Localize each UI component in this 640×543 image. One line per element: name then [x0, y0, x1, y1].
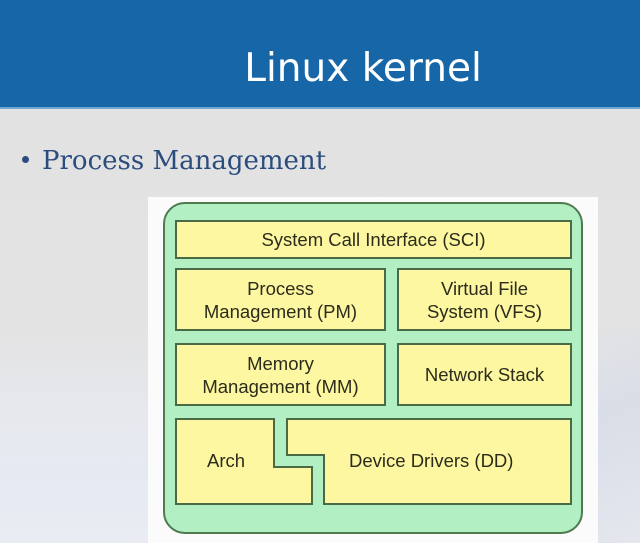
block-label: Network Stack	[424, 364, 545, 385]
block-system-call-interface: System Call Interface (SCI)	[175, 220, 572, 259]
background-decoration	[0, 430, 150, 543]
bullet-text: Process Management	[42, 146, 327, 176]
block-label: Virtual File	[440, 277, 529, 299]
block-device-drivers	[286, 418, 572, 505]
block-label: System (VFS)	[426, 300, 543, 322]
block-network-stack: Network Stack	[397, 343, 572, 406]
block-arch-label: Arch	[207, 450, 246, 471]
block-memory-management: Memory Management (MM)	[175, 343, 386, 406]
block-label: System Call Interface (SCI)	[261, 229, 486, 250]
block-label: Management (PM)	[203, 300, 358, 322]
block-label: Management (MM)	[202, 375, 359, 397]
block-device-drivers-label: Device Drivers (DD)	[349, 450, 514, 471]
block-arch	[175, 418, 313, 505]
bullet-icon	[22, 155, 29, 163]
block-label: Process	[247, 277, 314, 299]
slide-title: Linux kernel	[244, 46, 482, 91]
bullet-item: Process Management	[22, 146, 326, 176]
block-virtual-file-system: Virtual File System (VFS)	[397, 268, 572, 331]
slide-header: Linux kernel	[0, 0, 640, 109]
block-process-management: Process Management (PM)	[175, 268, 386, 331]
block-label: Memory	[247, 352, 314, 374]
